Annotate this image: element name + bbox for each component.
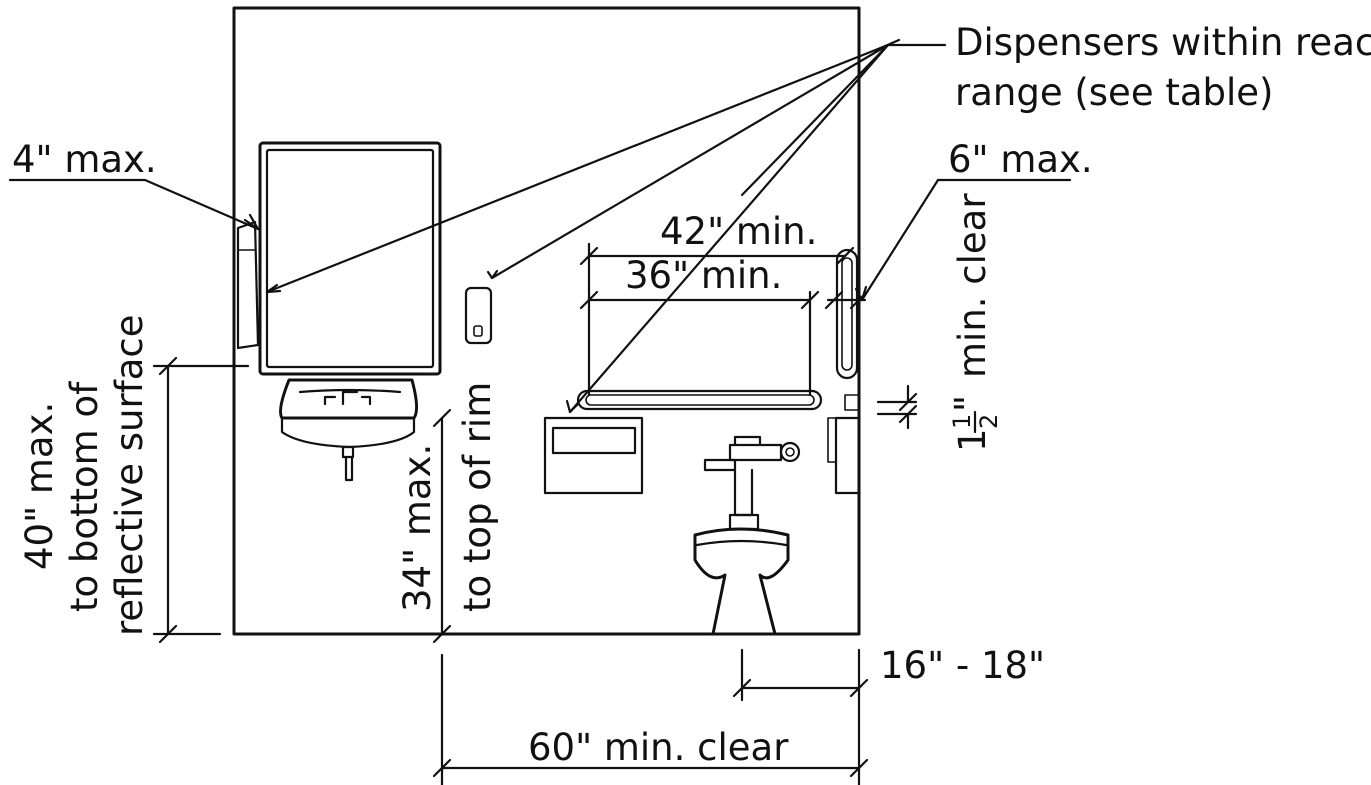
label-to-top-of-rim: to top of rim xyxy=(456,382,499,612)
soap-dispenser xyxy=(464,286,493,345)
label-dispensers-line1: Dispensers within reach xyxy=(955,21,1371,64)
label-36-min: 36" min. xyxy=(625,254,782,297)
fraction-numerator: 1 xyxy=(948,414,976,429)
dim-60-min-clear xyxy=(432,648,869,785)
dim-16-18 xyxy=(732,648,869,702)
flush-valve xyxy=(703,435,801,531)
dim-36-min xyxy=(579,290,869,397)
fraction-inch-mark: " xyxy=(947,395,990,412)
fraction-denominator: 2 xyxy=(975,414,1003,429)
rear-grab-bar xyxy=(576,389,823,411)
side-grab-bar xyxy=(835,248,859,380)
label-to-bottom-of: to bottom of xyxy=(63,381,106,612)
label-reflective-surface: reflective surface xyxy=(108,314,151,636)
label-6-max: 6" max. xyxy=(948,138,1093,181)
fraction-whole: 1 xyxy=(951,428,994,452)
leader-lines xyxy=(8,38,1072,414)
mirror xyxy=(258,141,442,376)
wall-dispenser-left xyxy=(236,220,260,350)
toilet-paper-dispenser xyxy=(543,416,644,495)
label-60-min-clear: 60" min. clear xyxy=(528,726,789,769)
side-wall-dispenser xyxy=(827,394,861,495)
label-4-max: 4" max. xyxy=(12,138,157,181)
dim-42-min xyxy=(579,242,855,397)
label-34-max: 34" max. xyxy=(396,444,439,612)
dim-one-and-half-min-clear xyxy=(876,384,918,430)
label-min-clear: min. clear xyxy=(951,193,994,378)
water-closet xyxy=(693,527,790,636)
label-one-and-half-inch: 1 1 2 " xyxy=(947,395,1003,452)
room-wall-outline xyxy=(232,6,861,636)
dim-40-max xyxy=(152,356,250,644)
label-16-18: 16" - 18" xyxy=(880,644,1045,687)
dim-34-max xyxy=(432,408,452,644)
label-42-min: 42" min. xyxy=(660,210,817,253)
lavatory-sink xyxy=(279,378,419,482)
label-dispensers-line2: range (see table) xyxy=(955,71,1274,114)
label-40-max: 40" max. xyxy=(18,402,61,570)
